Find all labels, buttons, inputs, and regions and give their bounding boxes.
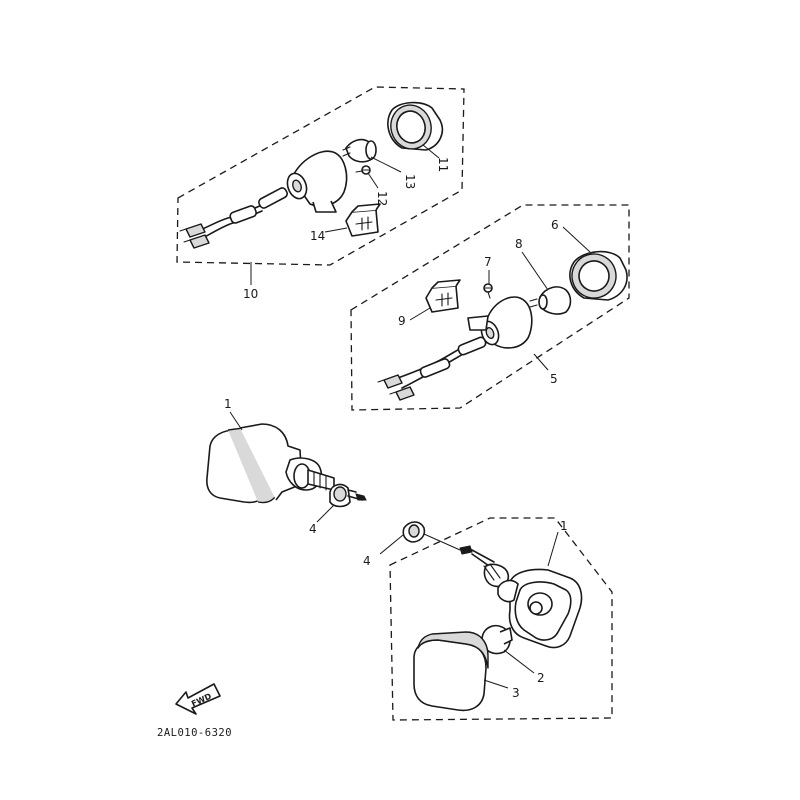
diagram-code: 2AL010-6320 (157, 727, 232, 739)
callout-4-left: 4 (309, 522, 317, 536)
turn-signal-body-10 (286, 150, 348, 213)
callout-2: 2 (537, 671, 545, 685)
lens-6 (569, 250, 628, 301)
leader-8 (521, 251, 549, 291)
screw-7 (483, 283, 493, 299)
leader-4-left (316, 504, 335, 523)
leader-13 (370, 156, 402, 173)
lens-11 (387, 101, 444, 151)
turn-signal-assembly-1-right (497, 568, 583, 649)
callout-10: 10 (243, 287, 258, 301)
bulb-13 (342, 138, 377, 163)
grommet-4-left (329, 483, 367, 508)
connector-9 (425, 279, 461, 313)
bulb-8 (529, 286, 572, 315)
assembly-1-right-group: 1 2 3 4 (363, 517, 613, 721)
turn-signal-assembly-1-left (206, 423, 335, 504)
leader-1-right (547, 531, 559, 567)
turn-signal-body-5 (467, 296, 533, 349)
callout-12: 12 (375, 191, 389, 206)
bulb-2 (481, 624, 513, 655)
callout-7: 7 (484, 255, 492, 269)
assembly-5-dashed-outline (350, 204, 630, 411)
callout-14: 14 (310, 229, 325, 243)
lens-3 (413, 631, 489, 712)
callout-8: 8 (515, 237, 523, 251)
callout-13: 13 (403, 174, 417, 189)
assembly-1-left-group: 1 4 (206, 397, 367, 536)
callout-11: 11 (436, 157, 450, 172)
leader-6 (562, 226, 591, 253)
fwd-label: FWD (190, 691, 213, 708)
leader-5 (533, 353, 549, 371)
wire-harness-5 (377, 336, 487, 401)
screw-12 (355, 165, 371, 175)
callout-1-left: 1 (224, 397, 232, 411)
assembly-10-group: 11 13 12 14 10 (176, 86, 465, 301)
callout-6: 6 (551, 218, 559, 232)
callout-3: 3 (512, 686, 520, 700)
callout-4-right: 4 (363, 554, 371, 568)
leader-2 (503, 649, 535, 674)
leader-3 (483, 679, 509, 689)
leader-grommet-to-wire (423, 533, 461, 551)
leader-14 (324, 227, 348, 233)
leader-11 (422, 144, 440, 159)
wire-harness-10 (179, 187, 288, 249)
assembly-1-right-dashed-outline (389, 517, 613, 721)
callout-1-right: 1 (560, 519, 568, 533)
assembly-10-dashed-outline (176, 86, 465, 266)
wire-plug-right (459, 545, 510, 588)
callout-5: 5 (550, 372, 558, 386)
leader-12 (367, 172, 379, 189)
leader-1-left (229, 411, 243, 431)
leader-9 (409, 307, 431, 321)
grommet-4-right (402, 521, 426, 543)
connector-14 (345, 203, 381, 237)
assembly-5-group: 6 8 7 9 5 (350, 204, 630, 411)
fwd-arrow-icon: FWD (175, 683, 221, 715)
callout-9: 9 (398, 314, 406, 328)
leader-4-right (379, 534, 404, 555)
